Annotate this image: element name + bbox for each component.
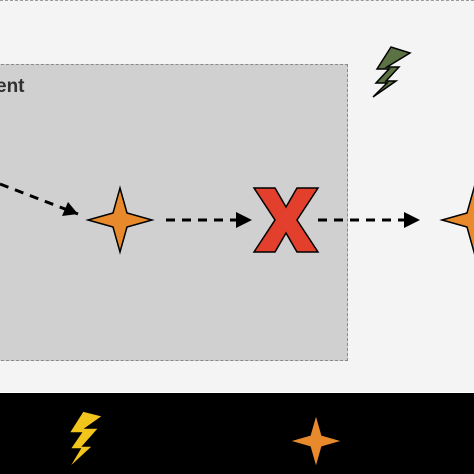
x-mark-icon xyxy=(252,187,320,253)
four-point-star-icon xyxy=(439,185,474,255)
four-point-star-icon xyxy=(286,411,346,471)
edge-cross-to-star-arrowhead xyxy=(404,212,420,228)
inner-region-label: ent xyxy=(0,76,25,97)
edge-incoming-arrowhead xyxy=(62,202,78,216)
edge-star-to-cross-arrowhead xyxy=(236,212,252,228)
lightning-bolt-icon xyxy=(372,46,412,98)
four-point-star-icon xyxy=(85,185,155,255)
lightning-bolt-icon xyxy=(67,410,105,470)
outer-region-border xyxy=(0,0,474,2)
